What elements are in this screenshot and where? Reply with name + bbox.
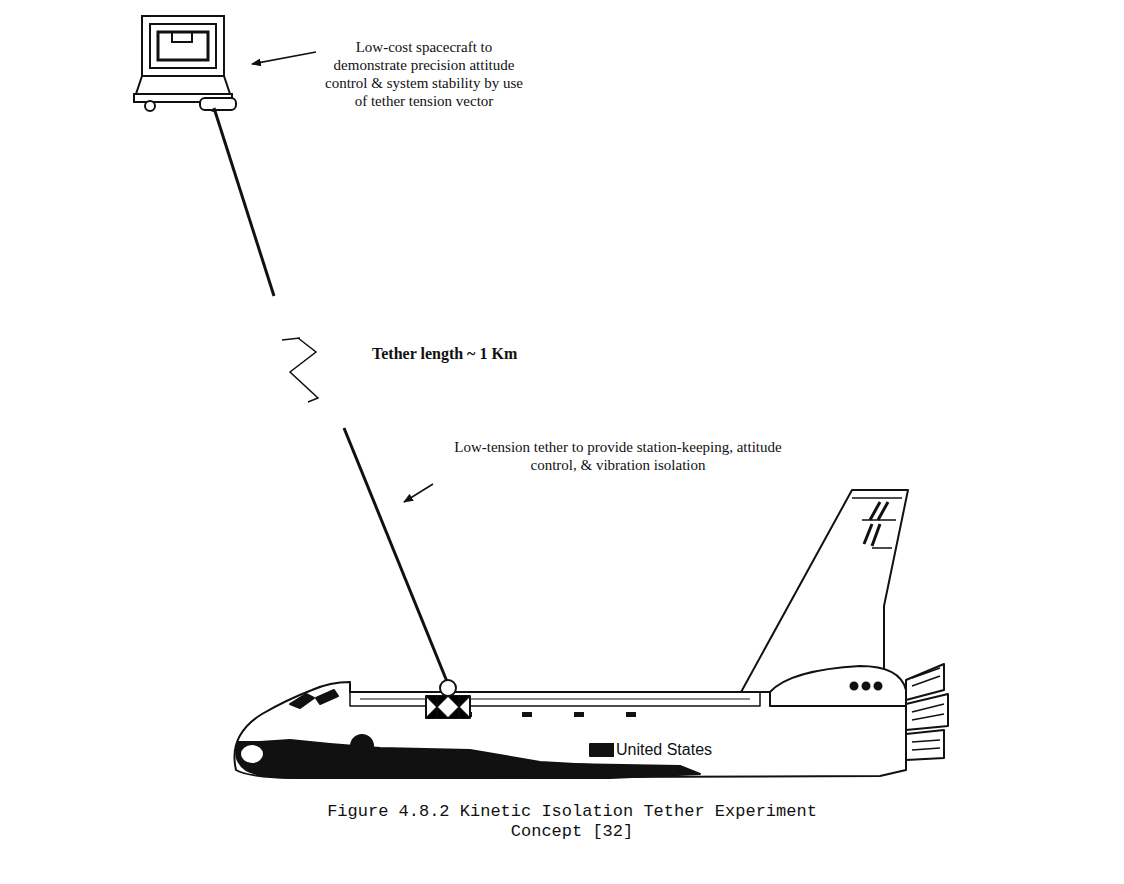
tether bbox=[344, 428, 448, 684]
leader-line bbox=[404, 484, 433, 502]
figure-caption: Figure 4.8.2 Kinetic Isolation Tether Ex… bbox=[312, 802, 832, 843]
callout-note: Low-cost spacecraft to demonstrate preci… bbox=[318, 38, 530, 110]
break-symbol bbox=[290, 338, 318, 402]
break-symbol bbox=[282, 338, 300, 340]
tether bbox=[214, 108, 274, 296]
spacecraft bbox=[134, 16, 236, 111]
vehicle-marking: United States bbox=[614, 740, 714, 759]
dimension-label: Tether length ~ 1 Km bbox=[372, 344, 612, 363]
callout-note: Low-tension tether to provide station-ke… bbox=[436, 438, 800, 474]
space-shuttle bbox=[234, 490, 948, 778]
leader-line bbox=[252, 52, 316, 64]
